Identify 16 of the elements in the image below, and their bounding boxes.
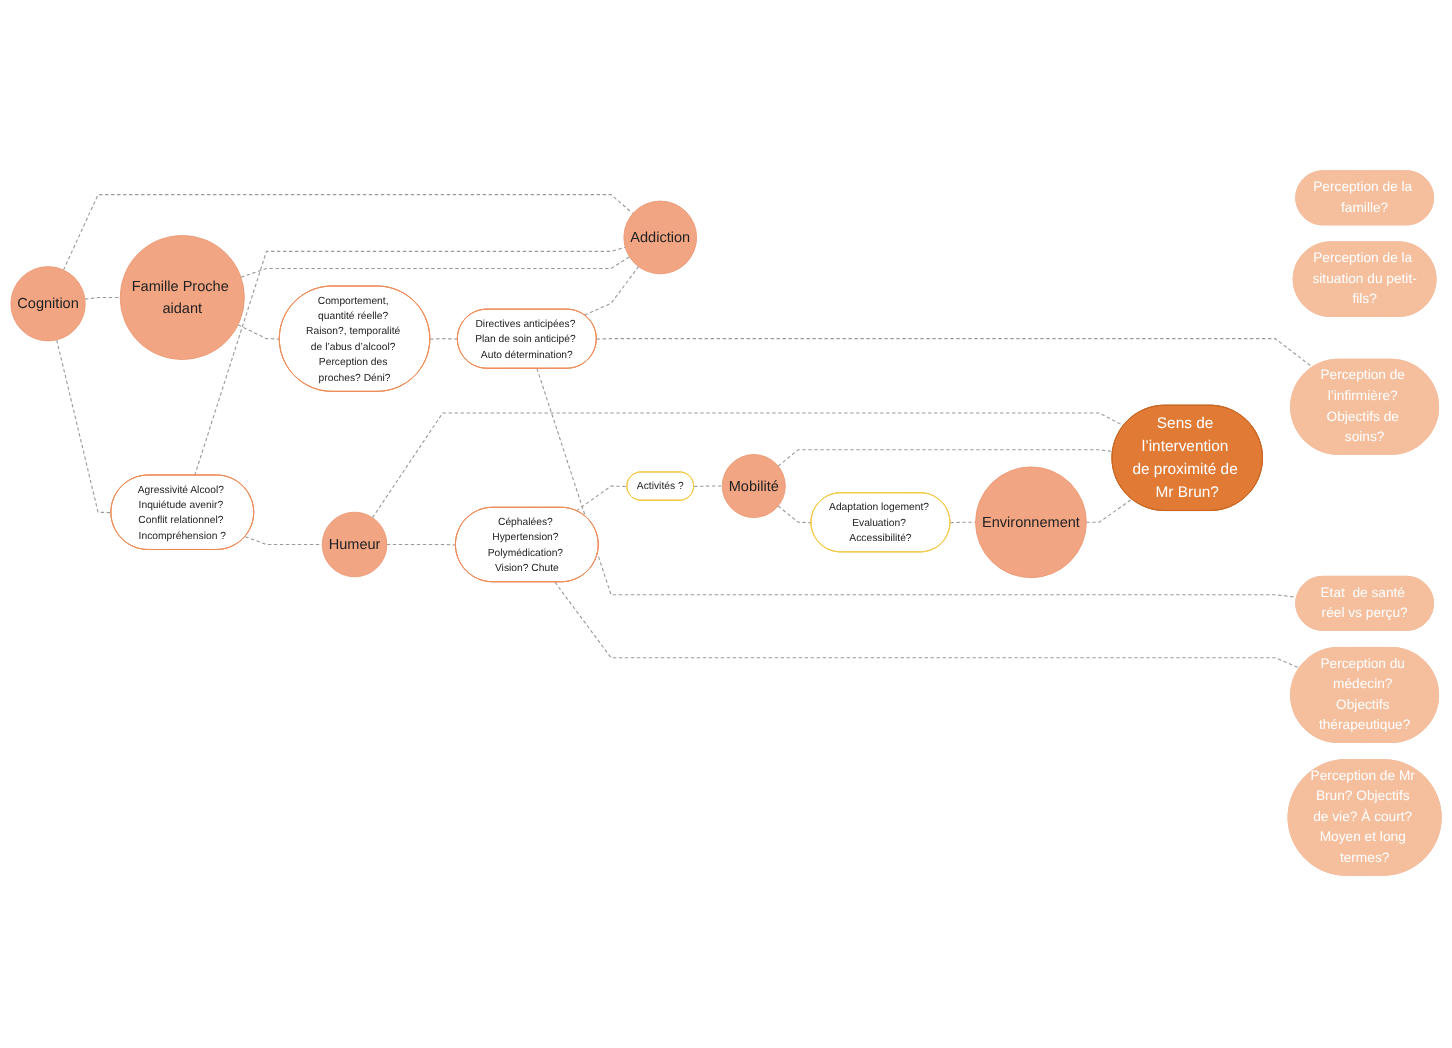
connector (84, 297, 121, 301)
connector (56, 340, 112, 515)
connector (596, 339, 1314, 369)
connector (63, 195, 634, 272)
connector (1085, 499, 1133, 524)
connector (575, 486, 628, 513)
connector (237, 325, 281, 341)
connector (777, 506, 812, 525)
connector (386, 544, 457, 547)
connector (777, 450, 1114, 468)
connector (244, 537, 323, 547)
connector (583, 267, 640, 317)
connector (194, 247, 626, 477)
connector (371, 413, 1125, 520)
connector (949, 522, 977, 525)
connector (240, 257, 631, 279)
